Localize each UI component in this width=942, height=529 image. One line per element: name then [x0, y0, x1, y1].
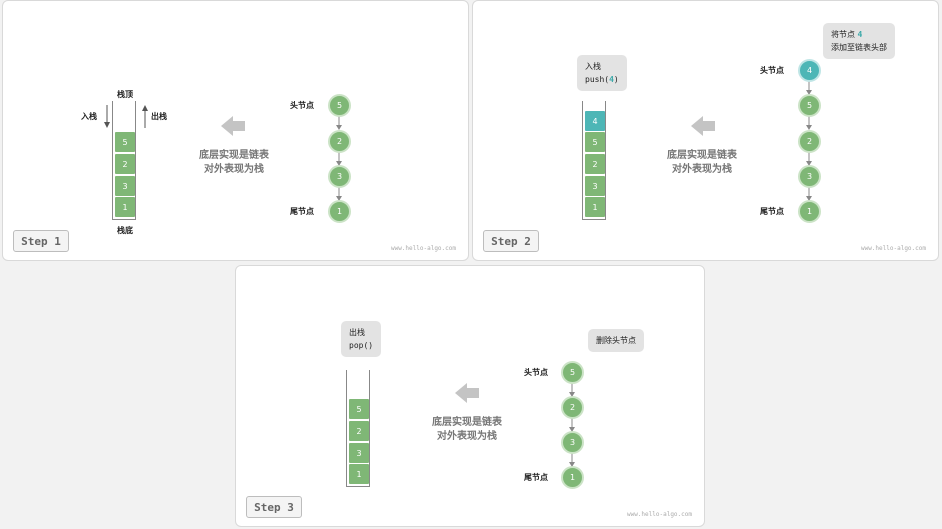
stack-cell: 1: [585, 197, 605, 217]
link-arrows: [336, 116, 342, 201]
pop-label: 出栈: [151, 112, 167, 121]
list-node: 5: [328, 94, 351, 117]
stack-cell-new: 4: [585, 111, 605, 131]
list-node: 5: [798, 94, 821, 117]
tail-label: 尾节点: [290, 207, 314, 216]
list-node: 5: [561, 361, 584, 384]
list-node: 2: [798, 130, 821, 153]
list-node: 2: [561, 396, 584, 419]
tail-label: 尾节点: [524, 473, 548, 482]
watermark: www.hello-algo.com: [390, 245, 456, 252]
stack-cell: 3: [349, 443, 369, 463]
list-node: 3: [561, 431, 584, 454]
step-tag: Step 1: [13, 230, 69, 252]
list-node: 3: [798, 165, 821, 188]
link-arrows: [569, 383, 575, 467]
stack-cell: 2: [115, 154, 135, 174]
stack-cell: 3: [585, 176, 605, 196]
stack-cell: 1: [349, 464, 369, 484]
stack-cell: 1: [115, 197, 135, 217]
stack-container: 4 5 2 3 1: [582, 101, 606, 220]
middle-caption: 底层实现是链表对外表现为栈: [432, 417, 502, 442]
step-tag: Step 2: [483, 230, 539, 252]
middle-caption: 底层实现是链表对外表现为栈: [199, 150, 269, 175]
tail-label: 尾节点: [760, 207, 784, 216]
watermark: www.hello-algo.com: [626, 511, 692, 518]
step3-panel: 出栈 pop() 5 2 3 1 底层实现是链表对外表现为栈 删除头节点 头节点…: [235, 265, 705, 527]
stack-cell: 2: [349, 421, 369, 441]
list-node: 2: [328, 130, 351, 153]
left-arrow-icon: [455, 383, 479, 403]
note-bubble: 删除头节点: [588, 329, 644, 352]
list-node: 3: [328, 165, 351, 188]
stack-container: 5 2 3 1: [112, 101, 136, 220]
stack-bottom-label: 栈底: [117, 226, 133, 235]
push-label: 入栈: [81, 112, 97, 121]
left-arrow-icon: [221, 116, 245, 136]
list-node: 1: [561, 466, 584, 489]
stack-cell: 5: [115, 132, 135, 152]
list-node: 1: [328, 200, 351, 223]
watermark: www.hello-algo.com: [860, 245, 926, 252]
head-label: 头节点: [524, 368, 548, 377]
pop-bubble: 出栈 pop(): [341, 321, 382, 357]
stack-cell: 5: [585, 132, 605, 152]
middle-caption: 底层实现是链表对外表现为栈: [667, 150, 737, 175]
head-label: 头节点: [760, 66, 784, 75]
push-bubble: 入栈 push(4): [577, 55, 627, 91]
stack-container: 5 2 3 1: [346, 370, 370, 487]
stack-top-label: 栈顶: [117, 90, 133, 99]
step-tag: Step 3: [246, 496, 302, 518]
step2-panel: 入栈 push(4) 4 5 2 3 1 底层实现是链表对外表现为栈 将节点 4…: [472, 0, 939, 261]
stack-cell: 3: [115, 176, 135, 196]
list-node: 1: [798, 200, 821, 223]
push-pop-arrows: [104, 105, 148, 128]
stack-cell: 5: [349, 399, 369, 419]
step1-panel: 栈顶 入栈 出栈 栈底 5 2 3 1 底层实现是链表对外表现为栈 头节点 尾节…: [2, 0, 469, 261]
note-bubble: 将节点 4 添加至链表头部: [823, 23, 895, 59]
stack-cell: 2: [585, 154, 605, 174]
list-node-new: 4: [798, 59, 821, 82]
head-label: 头节点: [290, 101, 314, 110]
